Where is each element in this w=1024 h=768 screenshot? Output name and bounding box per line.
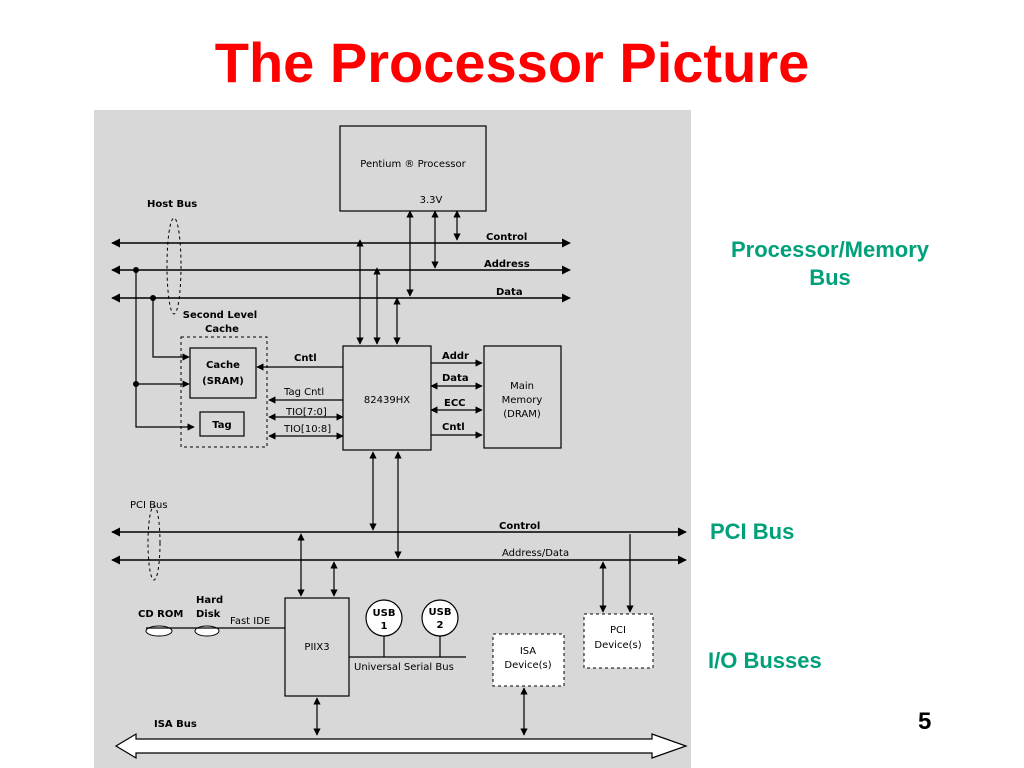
processor-memory-bus-line2: Bus — [809, 265, 851, 290]
addr-label: Addr — [442, 351, 469, 362]
main-memory-box — [483, 345, 562, 449]
host-data-label: Data — [496, 287, 523, 298]
pci-bus-ellipse — [147, 505, 161, 581]
main-memory-label-2: Memory — [502, 395, 543, 406]
usb2-label-1: USB — [429, 607, 452, 618]
cache-label-2: (SRAM) — [202, 376, 244, 387]
host-bus-ellipse — [166, 217, 182, 315]
pci-control-label: Control — [499, 521, 540, 532]
processor-memory-bus-label: Processor/Memory Bus — [705, 236, 955, 292]
cache-sram-box — [189, 347, 257, 399]
pci-bus-side-label: PCI Bus — [710, 519, 795, 544]
second-level-cache-box — [180, 336, 268, 448]
second-level-cache-label-1: Second Level — [183, 310, 257, 321]
block-diagram-svg: Pentium ® Processor 3.3V Host Bus Contro… — [111, 125, 688, 760]
piix3-label: PIIX3 — [304, 642, 329, 653]
hard-disk-label-1: Hard — [196, 595, 223, 606]
isa-device-label-2: Device(s) — [504, 660, 551, 671]
processor-memory-bus-line1: Processor/Memory — [730, 237, 930, 262]
slide-title: The Processor Picture — [214, 31, 810, 94]
chipset-label: 82439HX — [364, 395, 410, 406]
tio-7-0-label: TIO[7:0] — [285, 407, 327, 418]
hard-disk-label-2: Disk — [196, 609, 221, 620]
host-bus-label: Host Bus — [147, 199, 197, 210]
isa-device-box — [492, 633, 565, 687]
host-address-label: Address — [484, 259, 530, 270]
cntl2-label: Cntl — [442, 422, 465, 433]
processor-block-diagram: Pentium ® Processor 3.3V Host Bus Contro… — [94, 110, 691, 768]
tag-box — [199, 411, 245, 437]
usb2-label-2: 2 — [437, 620, 444, 631]
pci-device-label-1: PCI — [610, 625, 626, 636]
second-level-cache-label-2: Cache — [205, 324, 239, 335]
host-control-label: Control — [486, 232, 527, 243]
processor-label: Pentium ® Processor — [360, 159, 466, 170]
page-number: 5 — [918, 708, 932, 735]
main-memory-label-1: Main — [510, 381, 534, 392]
cache-label-1: Cache — [206, 360, 240, 371]
usb1-label-1: USB — [373, 608, 396, 619]
piix3-box — [284, 597, 350, 697]
cntl-label: Cntl — [294, 353, 317, 364]
tag-label: Tag — [212, 420, 231, 431]
isa-bus-arrow — [114, 732, 688, 760]
processor-box — [339, 125, 487, 212]
voltage-label: 3.3V — [420, 195, 443, 206]
ecc-label: ECC — [444, 398, 466, 409]
isa-bus-label: ISA Bus — [154, 719, 197, 730]
tio-10-8-label: TIO[10:8] — [283, 424, 331, 435]
pci-device-box — [583, 613, 654, 669]
main-memory-label-3: (DRAM) — [503, 409, 541, 420]
pci-address-data-label: Address/Data — [502, 548, 569, 559]
usb1-label-2: 1 — [381, 621, 388, 632]
usb-bus-label: Universal Serial Bus — [354, 662, 454, 673]
data-label-mem: Data — [442, 373, 469, 384]
pci-bus-label-diagram: PCI Bus — [130, 500, 168, 511]
fast-ide-label: Fast IDE — [230, 616, 270, 627]
tag-cntl-label: Tag Cntl — [283, 387, 324, 398]
chipset-82439hx-box — [342, 345, 432, 451]
cdrom-label: CD ROM — [138, 609, 183, 620]
pci-device-label-2: Device(s) — [594, 640, 641, 651]
io-busses-side-label: I/O Busses — [708, 648, 822, 673]
isa-device-label-1: ISA — [520, 646, 536, 657]
